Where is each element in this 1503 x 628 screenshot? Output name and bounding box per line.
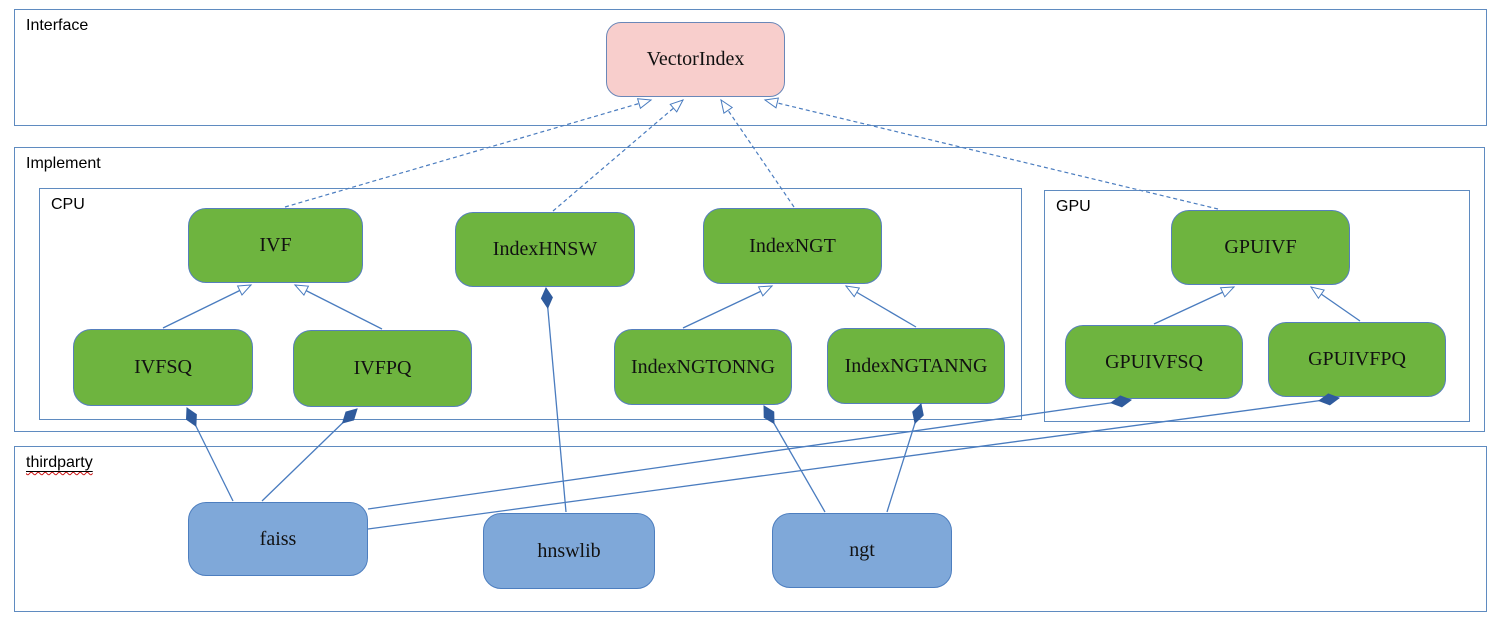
- node-faiss: faiss: [188, 502, 368, 576]
- node-hnswlib-label: hnswlib: [537, 539, 601, 562]
- node-gpuivf: GPUIVF: [1171, 210, 1350, 285]
- node-ivfpq: IVFPQ: [293, 330, 472, 407]
- group-interface-label: Interface: [26, 17, 89, 34]
- node-gpuivfsq-label: GPUIVFSQ: [1105, 350, 1203, 373]
- node-ivf: IVF: [188, 208, 363, 283]
- node-indexhnsw-label: IndexHNSW: [492, 238, 598, 260]
- node-gpuivfpq: GPUIVFPQ: [1268, 322, 1446, 397]
- node-hnswlib: hnswlib: [483, 513, 655, 589]
- group-gpu-label: GPU: [1056, 198, 1091, 215]
- node-indexngtonng: IndexNGTONNG: [614, 329, 792, 405]
- node-indexngtanng: IndexNGTANNG: [827, 328, 1005, 404]
- node-ivfpq-label: IVFPQ: [353, 357, 412, 379]
- node-ngt: ngt: [772, 513, 952, 588]
- node-ngt-label: ngt: [849, 539, 875, 561]
- node-indexngtonng-label: IndexNGTONNG: [630, 355, 776, 378]
- node-vectorindex: VectorIndex: [606, 22, 785, 97]
- node-indexngtanng-label: IndexNGTANNG: [844, 354, 988, 377]
- node-vectorindex-label: VectorIndex: [646, 48, 745, 70]
- node-ivf-label: IVF: [259, 234, 292, 256]
- node-gpuivfpq-label: GPUIVFPQ: [1308, 348, 1406, 370]
- node-indexngt: IndexNGT: [703, 208, 882, 284]
- group-implement-label: Implement: [26, 155, 101, 172]
- group-cpu-label: CPU: [51, 196, 85, 213]
- node-indexngt-label: IndexNGT: [749, 234, 836, 257]
- node-ivfsq-label: IVFSQ: [134, 356, 192, 378]
- node-gpuivf-label: GPUIVF: [1224, 236, 1297, 258]
- group-thirdparty-label: thirdparty: [26, 454, 93, 471]
- node-ivfsq: IVFSQ: [73, 329, 253, 406]
- node-indexhnsw: IndexHNSW: [455, 212, 635, 287]
- node-gpuivfsq: GPUIVFSQ: [1065, 325, 1243, 399]
- node-faiss-label: faiss: [259, 527, 297, 550]
